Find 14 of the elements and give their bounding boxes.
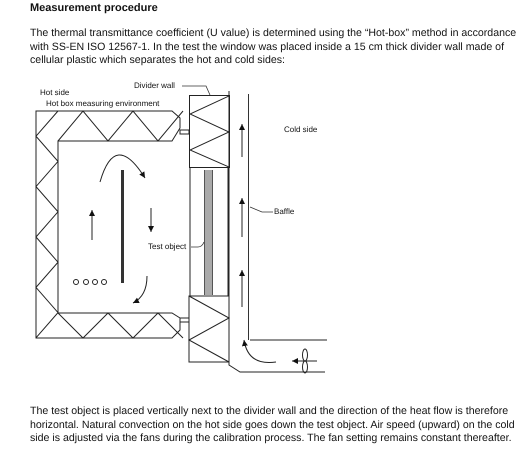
part-label: Divider wall bbox=[134, 81, 175, 91]
test-object-pane bbox=[204, 170, 213, 295]
leader-line bbox=[190, 242, 204, 248]
description-paragraph: The test object is placed vertically next to the divider wall and the direction of the heat flow is therefore horizontal. Natural convection on the hot side goes down the test object. Air speed (upward) on the cold side is adjusted via the fans during the calibration process. The fan setting remains constant thereafter. bbox=[30, 405, 516, 446]
side-label: Hot side bbox=[40, 88, 70, 98]
part-label: Baffle bbox=[274, 207, 294, 217]
heading: Measurement procedure bbox=[30, 2, 158, 14]
leader-line bbox=[182, 86, 210, 96]
divider-wall-block bbox=[189, 95, 230, 168]
intro-paragraph: The thermal transmittance coefficient (U value) is determined using the “Hot-box” method in accordance with SS-EN ISO 12567-1. In the test the window was placed inside a 15 cm thick divider wall made of cellular plastic which separates the hot and cold sides: bbox=[30, 27, 518, 68]
part-label: Test object bbox=[148, 242, 186, 252]
side-label: Cold side bbox=[284, 125, 318, 135]
leader-line bbox=[250, 206, 274, 212]
chamber-label: Hot box measuring environment bbox=[46, 99, 160, 109]
